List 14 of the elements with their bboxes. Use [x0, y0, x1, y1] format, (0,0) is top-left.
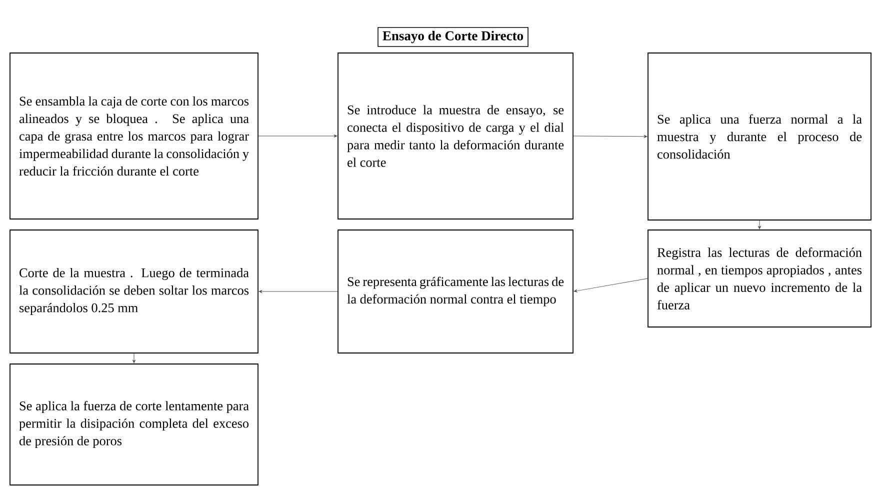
arrow — [758, 220, 761, 230]
process-box: Registra las lecturas de deformación normal , en tiempos apropiados , antes de aplicar un nuevo incremento de la fuerza — [648, 230, 872, 328]
process-box: Se representa gráficamente las lecturas de la deformación normal contra el tiempo — [338, 230, 574, 354]
process-box: Se aplica una fuerza normal a la muestra y durante el proceso de consolidación — [648, 52, 872, 220]
title-box: Ensayo de Corte Directo — [378, 27, 528, 47]
arrow — [573, 135, 648, 138]
arrow — [132, 353, 136, 364]
process-box: Se aplica la fuerza de corte lentamente para permitir la disipación completa del exceso de presión de poros — [10, 364, 258, 486]
process-box: Se ensambla la caja de corte con los marcos alineados y se bloquea . Se aplica una capa de grasa entre los marcos para lograr impermeabilidad durante la consolidación y reducir la fricción durante el corte — [10, 52, 258, 220]
arrow — [574, 278, 648, 292]
process-box: Se introduce la muestra de ensayo, se conecta el dispositivo de carga y el dial para medir tanto la deformación durante el corte — [338, 52, 574, 220]
arrow — [258, 134, 338, 138]
process-box: Corte de la muestra . Luego de terminada la consolidación se deben soltar los marcos separándolos 0.25 mm — [10, 230, 258, 354]
arrow — [258, 290, 338, 293]
